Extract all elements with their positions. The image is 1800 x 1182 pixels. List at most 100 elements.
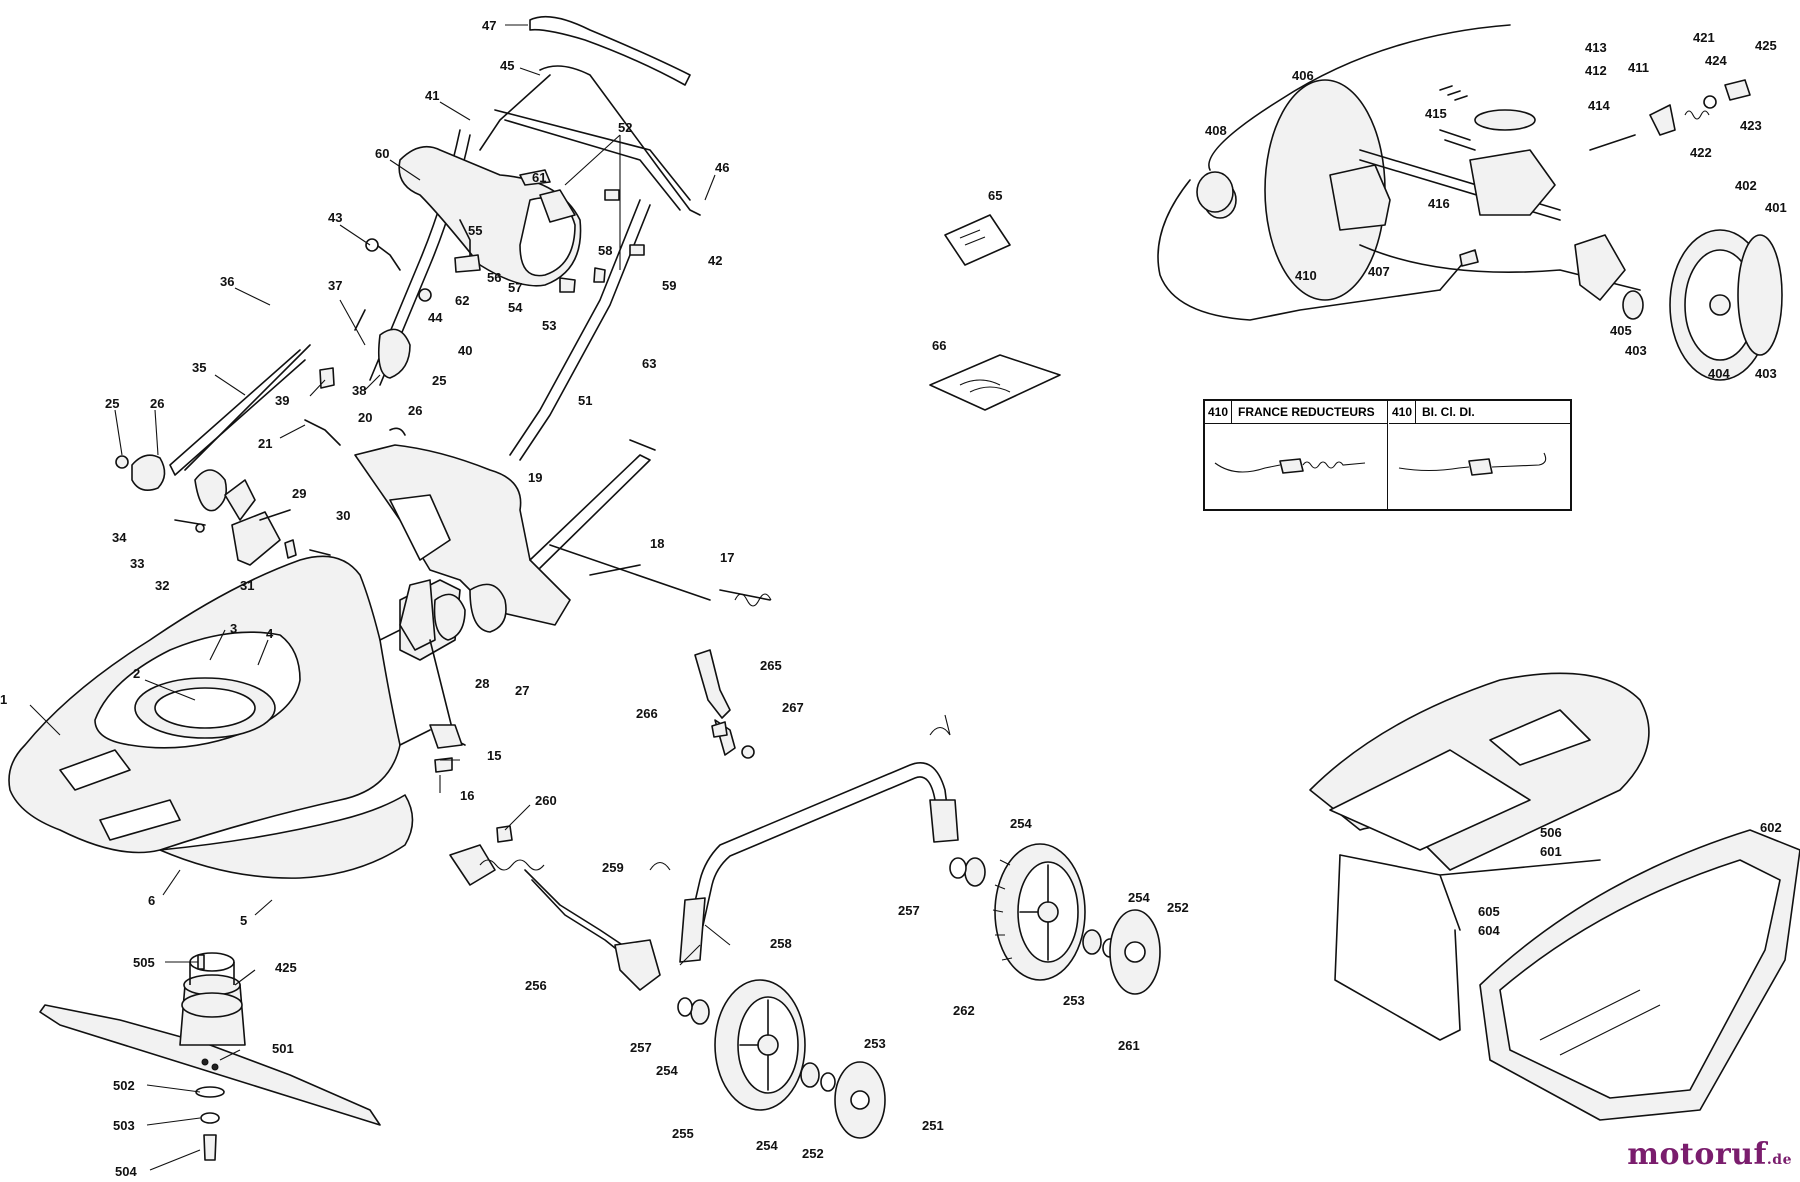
callout-504: 503 [113, 1118, 135, 1133]
callout-41: 41 [425, 88, 439, 103]
callout-401: 401 [1765, 200, 1787, 215]
callout-leaders [29, 24, 731, 1171]
callout-603: 602 [1760, 820, 1782, 835]
callout-20: 20 [358, 410, 372, 425]
callout-44: 44 [428, 310, 443, 325]
callout-31: 31 [240, 578, 254, 593]
callout-506: 505 [133, 955, 155, 970]
callout-501: 425 [275, 960, 297, 975]
callout-254-d: 254 [756, 1138, 778, 1153]
variant-part-number: 410 [1205, 401, 1232, 423]
handle-assembly [365, 15, 701, 461]
brand-name: motoruf [1627, 1137, 1767, 1172]
callout-261: 261 [1118, 1038, 1140, 1053]
callout-257-b: 257 [630, 1040, 652, 1055]
callout-251: 251 [922, 1118, 944, 1133]
callout-63: 63 [642, 356, 656, 371]
callout-40: 40 [458, 343, 472, 358]
callout-404: 404 [1708, 366, 1730, 381]
callout-25-left: 25 [105, 396, 119, 411]
callout-30: 30 [336, 508, 350, 523]
gearbox-assembly [1157, 24, 1783, 381]
callout-55: 55 [468, 223, 482, 238]
blade-assembly [39, 952, 381, 1161]
callout-402: 402 [1735, 178, 1757, 193]
callout-413: 413 [1585, 40, 1607, 55]
callout-253-b: 253 [864, 1036, 886, 1051]
cable-end-drawing [1398, 452, 1547, 476]
fastener-bags [929, 214, 1061, 411]
callout-403-b: 403 [1755, 366, 1777, 381]
variant-france-reducteurs: 410 FRANCE REDUCTEURS [1205, 401, 1388, 509]
callout-421: 421 [1693, 30, 1715, 45]
callout-406: 406 [1292, 68, 1314, 83]
callout-56: 56 [487, 270, 501, 285]
callout-51: 51 [578, 393, 592, 408]
callout-422: 422 [1690, 145, 1712, 160]
callout-410: 410 [1295, 268, 1317, 283]
brand-watermark: motoruf.de [1627, 1137, 1792, 1172]
callout-54: 54 [508, 300, 523, 315]
callout-26-top: 26 [408, 403, 422, 418]
callout-605: 605 [1478, 904, 1500, 919]
callout-28: 28 [475, 676, 489, 691]
callout-36: 36 [220, 274, 234, 289]
callout-labels: 47 45 41 60 52 61 46 43 55 56 57 58 42 5… [0, 18, 1787, 1179]
callout-26-left: 26 [150, 396, 164, 411]
callout-37: 37 [328, 278, 342, 293]
callout-62: 62 [455, 293, 469, 308]
callout-3: 3 [230, 621, 237, 636]
cable-variant-table: 410 FRANCE REDUCTEURS 410 BI. Cl. DI. [1203, 399, 1572, 511]
callout-58: 58 [598, 243, 612, 258]
callout-32: 32 [155, 578, 169, 593]
callout-254-a: 254 [1010, 816, 1032, 831]
callout-416: 416 [1428, 196, 1450, 211]
callout-408: 408 [1205, 123, 1227, 138]
callout-257-a: 257 [898, 903, 920, 918]
callout-505: 504 [115, 1164, 137, 1179]
callout-260: 260 [535, 793, 557, 808]
rear-flap-axle [354, 439, 772, 773]
wheel-rear-right [949, 843, 1161, 995]
callout-59: 59 [662, 278, 676, 293]
callout-6: 6 [148, 893, 155, 908]
callout-46: 46 [715, 160, 729, 175]
callout-403-a: 403 [1625, 343, 1647, 358]
callout-42: 42 [708, 253, 722, 268]
callout-411: 411 [1628, 60, 1649, 75]
callout-5: 5 [240, 913, 247, 928]
callout-602: 601 [1540, 844, 1562, 859]
brand-suffix: .de [1766, 1152, 1792, 1168]
cable-end-drawing [1214, 458, 1366, 474]
callout-16: 16 [460, 788, 474, 803]
callout-25-top: 25 [432, 373, 446, 388]
callout-35: 35 [192, 360, 206, 375]
variant-name: BI. Cl. DI. [1422, 405, 1475, 419]
callout-43: 43 [328, 210, 342, 225]
callout-29: 29 [292, 486, 306, 501]
callout-259: 259 [602, 860, 624, 875]
callout-601: 506 [1540, 825, 1562, 840]
callout-18: 18 [650, 536, 664, 551]
callout-253-a: 253 [1063, 993, 1085, 1008]
variant-part-number: 410 [1389, 401, 1416, 423]
callout-255: 255 [672, 1126, 694, 1141]
callout-38: 38 [352, 383, 366, 398]
callout-424: 424 [1705, 53, 1727, 68]
callout-412: 412 [1585, 63, 1607, 78]
callout-33: 33 [130, 556, 144, 571]
callout-61: 61 [532, 170, 546, 185]
callout-423: 423 [1740, 118, 1762, 133]
callout-21: 21 [258, 436, 272, 451]
grass-catcher [1309, 672, 1800, 1121]
callout-19: 19 [528, 470, 542, 485]
callout-27: 27 [515, 683, 529, 698]
callout-258: 258 [770, 936, 792, 951]
variant-name: FRANCE REDUCTEURS [1238, 405, 1375, 419]
front-axle [449, 649, 755, 991]
height-adjust-lever [115, 309, 411, 566]
callout-254-b: 254 [1128, 890, 1150, 905]
callout-39: 39 [275, 393, 289, 408]
